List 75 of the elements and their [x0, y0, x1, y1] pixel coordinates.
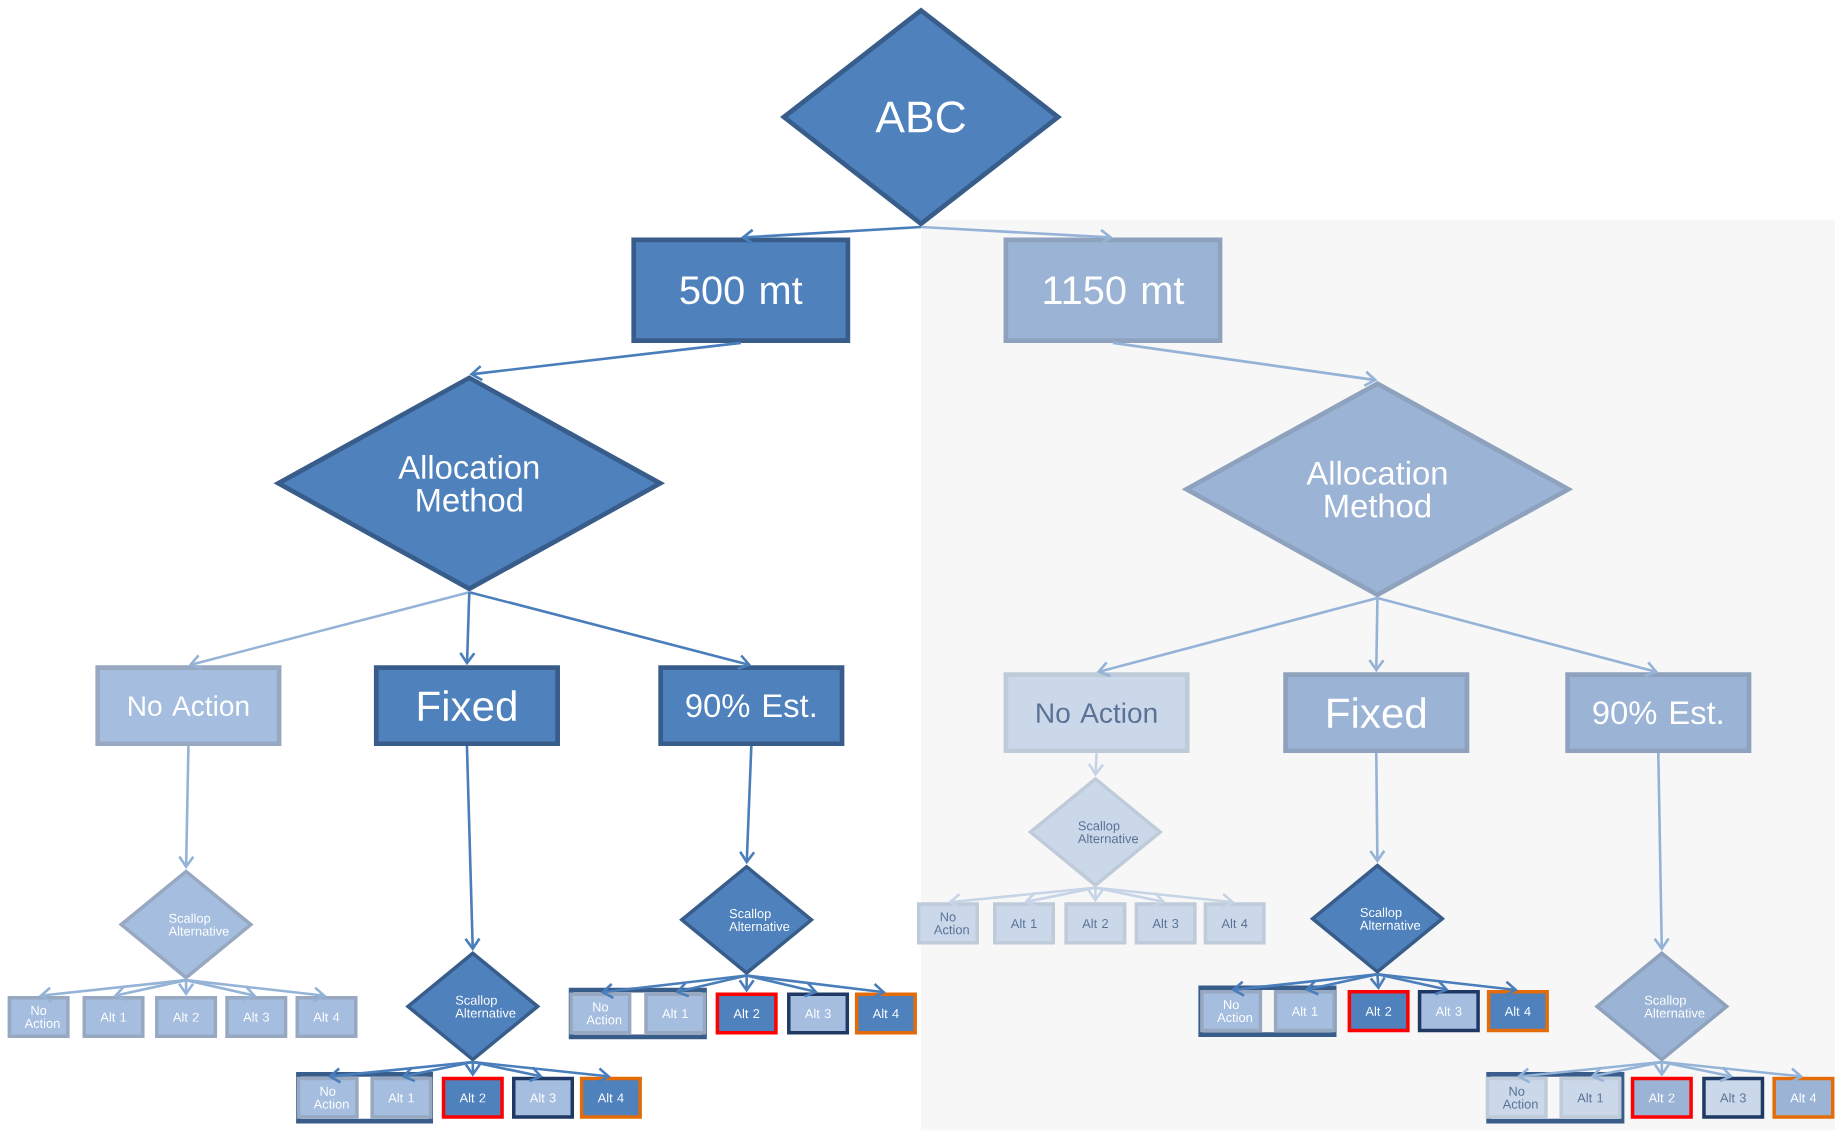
outline-box [296, 1072, 433, 1124]
process-box: No Action [95, 665, 282, 747]
arrow [469, 341, 741, 382]
arrow [1304, 973, 1378, 996]
process-box: Alt 4 [1772, 1076, 1835, 1120]
arrow [920, 226, 1113, 246]
process-box: Alt 4 [1203, 902, 1266, 945]
process-box: Alt 3 [787, 992, 850, 1035]
process-box: 1150 mt [1003, 237, 1223, 344]
process-box: Alt 4 [295, 996, 358, 1039]
process-box: No Action [1485, 1076, 1548, 1120]
arrow [1369, 753, 1386, 864]
process-box: Alt 1 [993, 902, 1055, 945]
process-box: Alt 3 [1702, 1076, 1765, 1120]
process-box: No Action [916, 902, 979, 945]
process-box: Alt 3 [225, 996, 288, 1039]
process-box: Alt 1 [1273, 990, 1336, 1033]
arrow [600, 974, 747, 1000]
arrow [1661, 1061, 1804, 1084]
process-box: Alt 2 [155, 996, 218, 1039]
process-box: Alt 3 [1417, 990, 1480, 1033]
arrow [1653, 753, 1670, 952]
process-box: No Action [569, 992, 632, 1035]
arrow [464, 746, 481, 952]
arrow [1231, 973, 1378, 998]
process-box: 90% Est. [658, 665, 845, 747]
arrow [1096, 597, 1378, 678]
process-box: Alt 2 [1064, 902, 1127, 945]
process-box: No Action [296, 1076, 359, 1120]
process-box: Alt 1 [370, 1076, 433, 1120]
process-box: 500 mt [631, 237, 851, 344]
arrow [740, 226, 922, 246]
arrow [1661, 1061, 1734, 1083]
process-box: Alt 3 [512, 1076, 575, 1120]
arrow [185, 979, 257, 1002]
arrow [468, 591, 752, 671]
process-box: Alt 1 [82, 996, 145, 1039]
arrow [1590, 1061, 1663, 1083]
process-box: Alt 2 [1630, 1076, 1693, 1120]
arrow [1087, 753, 1105, 777]
arrow [459, 592, 476, 666]
process-box: 90% Est. [1565, 672, 1752, 754]
arrow [739, 746, 756, 865]
process-box: Alt 4 [1486, 990, 1549, 1033]
arrow [113, 979, 187, 1002]
outline-box [568, 988, 707, 1040]
arrow [401, 1061, 474, 1083]
process-box: Alt 1 [1559, 1076, 1622, 1120]
process-box: Alt 3 [1134, 902, 1197, 945]
arrow [188, 591, 470, 671]
arrow [178, 746, 195, 870]
arrow [1377, 597, 1659, 678]
process-box: No Action [7, 996, 70, 1039]
process-box: Alt 4 [854, 992, 917, 1035]
process-box: No Action [1003, 672, 1190, 754]
arrow [746, 974, 819, 998]
arrow [1368, 598, 1385, 673]
outline-box [1198, 985, 1337, 1038]
process-box: Fixed [1283, 672, 1470, 754]
arrow [185, 979, 327, 1003]
process-box: Alt 1 [644, 992, 707, 1035]
arrow [1095, 886, 1166, 909]
process-box: Fixed [373, 665, 560, 747]
arrow [472, 1061, 611, 1084]
arrow [1024, 886, 1096, 909]
process-box: Alt 2 [1347, 990, 1410, 1033]
arrow [1377, 973, 1518, 998]
outline-box [1486, 1072, 1625, 1124]
process-box: No Action [1200, 990, 1263, 1033]
arrow [472, 1061, 543, 1083]
process-box: Alt 2 [715, 992, 778, 1035]
process-box: Alt 2 [441, 1076, 504, 1120]
arrow [675, 974, 747, 998]
arrow [1112, 341, 1378, 387]
process-box: Alt 4 [579, 1076, 642, 1120]
